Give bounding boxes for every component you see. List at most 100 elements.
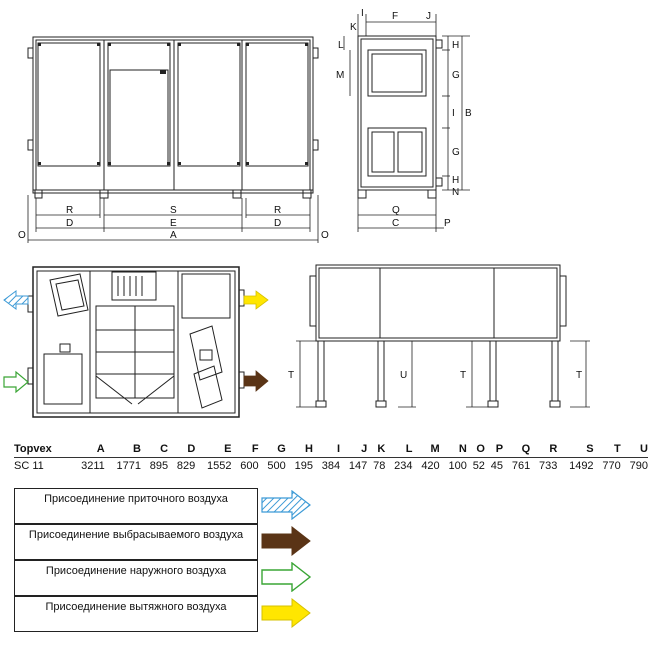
stand-view <box>309 264 567 408</box>
dim-i-top: I <box>361 8 364 19</box>
table-cell: 733 <box>539 460 558 472</box>
dim-t-2: T <box>460 370 466 381</box>
table-header: J <box>340 440 368 458</box>
table-cell: 147 <box>348 460 368 472</box>
table-cell: 234 <box>394 460 413 472</box>
dim-o-right: O <box>321 230 329 241</box>
table-cell: 52 <box>472 460 485 472</box>
dim-k: K <box>350 22 357 33</box>
dim-r-right: R <box>274 205 281 216</box>
table-cell: 3211 <box>81 460 105 472</box>
dim-t-1: T <box>288 370 294 381</box>
dim-i-mid: I <box>452 108 455 119</box>
table-header: Q <box>503 440 531 458</box>
dim-e: E <box>170 218 177 229</box>
table-header-row: Topvex A B C D E F G H I J K L M N O P Q… <box>14 440 648 458</box>
extract-air-arrow-icon <box>261 598 311 628</box>
dim-g-bottom: G <box>452 147 460 158</box>
table-header: L <box>385 440 413 458</box>
table-header: R <box>530 440 558 458</box>
dim-t-3: T <box>576 370 582 381</box>
table-cell: 790 <box>629 460 648 472</box>
legend-label: Присоединение наружного воздуха <box>14 560 258 596</box>
table-header: M <box>412 440 440 458</box>
legend-label: Присоединение приточного воздуха <box>14 488 258 524</box>
table-cell: 420 <box>421 460 440 472</box>
side-dimension-lines <box>343 14 470 232</box>
table-header: P <box>484 440 504 458</box>
table-cell: 829 <box>176 460 196 472</box>
table-header: E <box>195 440 232 458</box>
table-header: C <box>140 440 169 458</box>
dim-a: A <box>170 230 177 241</box>
dim-m: M <box>336 70 344 81</box>
table-header: Topvex <box>14 440 70 458</box>
dim-d-right: D <box>274 218 281 229</box>
table-cell: SC 11 <box>14 460 44 472</box>
exhaust-air-arrow-icon <box>243 370 269 392</box>
table-header: G <box>258 440 286 458</box>
internal-view <box>27 266 245 418</box>
dim-g-top: G <box>452 70 460 81</box>
table-header: D <box>168 440 196 458</box>
table-header: F <box>231 440 259 458</box>
table-cell: 761 <box>511 460 531 472</box>
dim-l: L <box>338 40 344 51</box>
table-cell: 1771 <box>116 460 141 472</box>
legend-item-supply: Присоединение приточного воздуха <box>14 488 314 524</box>
dim-f: F <box>392 11 398 22</box>
dim-h-top: H <box>452 40 459 51</box>
extract-air-arrow-icon <box>243 290 269 310</box>
dim-h-bottom: H <box>452 175 459 186</box>
technical-drawing: R S R D E D A O O <box>3 8 590 418</box>
table-cell: 78 <box>373 460 386 472</box>
table-header: O <box>466 440 485 458</box>
outdoor-air-arrow-icon <box>261 562 312 592</box>
table-cell: 500 <box>267 460 286 472</box>
dimension-table: Topvex A B C D E F G H I J K L M N O P Q… <box>14 440 648 474</box>
table-cell: 384 <box>321 460 341 472</box>
dim-u: U <box>400 370 407 381</box>
side-view <box>357 35 443 199</box>
table-header: T <box>593 440 621 458</box>
table-cell: 895 <box>149 460 169 472</box>
dim-o-left: O <box>18 230 26 241</box>
table-header: A <box>69 440 105 458</box>
table-header: B <box>104 440 141 458</box>
front-view <box>27 36 319 199</box>
table-row: SC 11 3211 1771 895 829 1552 600 500 195… <box>14 458 648 475</box>
front-dimension-lines <box>27 195 319 243</box>
dim-c: C <box>392 218 399 229</box>
dim-n: N <box>452 187 459 198</box>
table-header: K <box>367 440 386 458</box>
dim-q: Q <box>392 205 400 216</box>
table-cell: 1492 <box>569 460 594 472</box>
table-cell: 600 <box>240 460 259 472</box>
table-header: H <box>285 440 313 458</box>
dim-d-left: D <box>66 218 73 229</box>
exhaust-air-arrow-icon <box>261 526 311 556</box>
dim-b: B <box>465 108 472 119</box>
table-cell: 100 <box>448 460 467 472</box>
table-header: N <box>439 440 467 458</box>
dim-s: S <box>170 205 177 216</box>
table-cell: 45 <box>490 460 504 472</box>
table-header: U <box>620 440 648 458</box>
legend-label: Присоединение выбрасываемого воздуха <box>14 524 258 560</box>
table-cell: 770 <box>602 460 621 472</box>
table-header: S <box>557 440 594 458</box>
supply-air-arrow-icon <box>3 290 29 310</box>
dim-r-left: R <box>66 205 73 216</box>
dim-j: J <box>426 11 431 22</box>
supply-air-arrow-icon <box>261 490 311 520</box>
stand-dimension-lines <box>296 340 590 408</box>
table-cell: 195 <box>294 460 313 472</box>
legend-label: Присоединение вытяжного воздуха <box>14 596 258 632</box>
legend-item-extract: Присоединение вытяжного воздуха <box>14 596 314 632</box>
table-header: I <box>312 440 341 458</box>
table-cell: 1552 <box>206 460 232 472</box>
dim-p: P <box>444 218 451 229</box>
legend-item-exhaust: Присоединение выбрасываемого воздуха <box>14 524 314 560</box>
legend-item-outdoor: Присоединение наружного воздуха <box>14 560 314 596</box>
outdoor-air-arrow-icon <box>3 370 29 394</box>
